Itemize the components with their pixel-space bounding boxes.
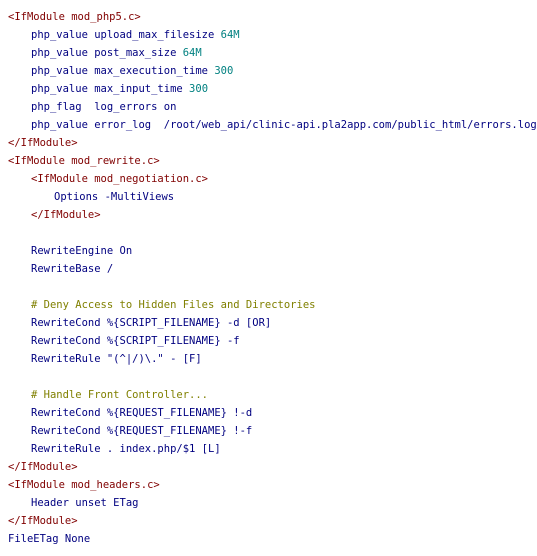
code-line: php_value upload_max_filesize 64M [31,29,240,41]
numeric-value: 64M [182,47,202,59]
code-line: FileETag None [8,533,91,545]
code-line: <IfModule mod_php5.c> [8,11,141,23]
code-line: </IfModule> [8,461,78,473]
code-comment: # Deny Access to Hidden Files and Direct… [31,299,316,311]
code-line: Options -MultiViews [54,191,175,203]
code-line: php_value max_execution_time 300 [31,65,234,77]
code-line: RewriteCond %{SCRIPT_FILENAME} -f [31,335,240,347]
code-line: RewriteCond %{REQUEST_FILENAME} !-d [31,407,253,419]
code-comment: # Handle Front Controller... [31,389,209,401]
code-line: php_value error_log /root/web_api/clinic… [31,119,537,131]
code-line: php_value post_max_size 64M [31,47,202,59]
code-line: <IfModule mod_rewrite.c> [8,155,160,167]
code-line: RewriteCond %{REQUEST_FILENAME} !-f [31,425,253,437]
code-line: RewriteBase / [31,263,114,275]
code-line: <IfModule mod_negotiation.c> [31,173,209,185]
code-line: </IfModule> [8,515,78,527]
htaccess-code-view: <IfModule mod_php5.c> php_value upload_ma… [8,8,537,548]
code-line: php_flag log_errors on [31,101,177,113]
code-line: </IfModule> [31,209,101,221]
code-line: RewriteRule . index.php/$1 [L] [31,443,221,455]
code-line: RewriteEngine On [31,245,133,257]
code-line: Header unset ETag [31,497,139,509]
numeric-value: 300 [214,65,234,77]
code-line: RewriteRule "(^|/)\." - [F] [31,353,202,365]
blank-line [8,278,537,296]
code-line: RewriteCond %{SCRIPT_FILENAME} -d [OR] [31,317,272,329]
numeric-value: 300 [189,83,209,95]
code-line: php_value max_input_time 300 [31,83,209,95]
code-line: <IfModule mod_headers.c> [8,479,160,491]
code-line: </IfModule> [8,137,78,149]
blank-line [8,224,537,242]
numeric-value: 64M [220,29,240,41]
blank-line [8,368,537,386]
